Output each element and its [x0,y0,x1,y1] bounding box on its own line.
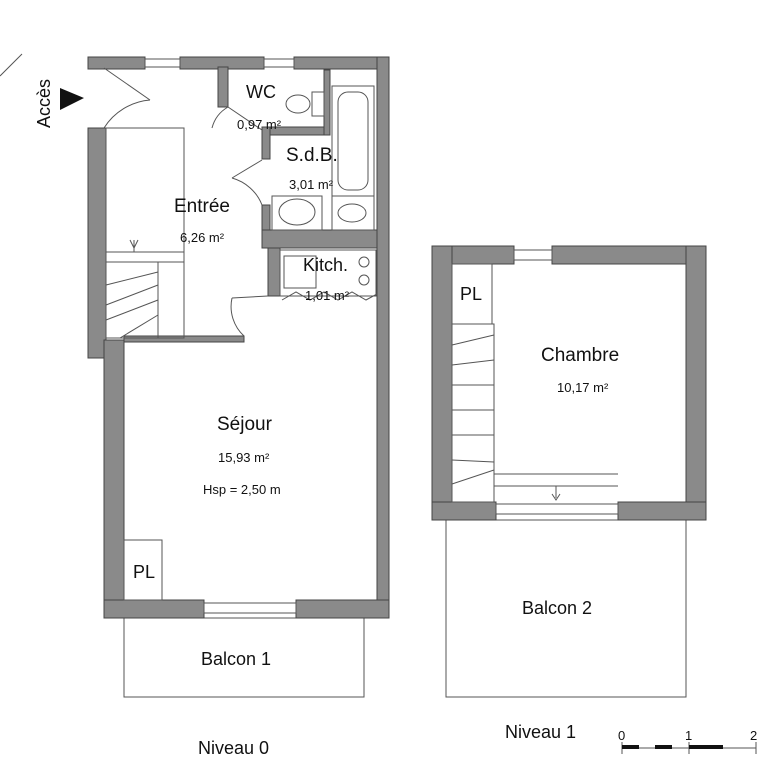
wall-wc-left [217,66,229,108]
access-arrow-icon [60,88,84,110]
upper-staircase [451,323,618,503]
wall-wc-right [323,69,331,136]
wall-right [376,56,390,619]
room-area-kitch: 1,01 m² [305,288,350,303]
wall-bottom-right [295,599,390,619]
room-name-sdb: S.d.B. [286,145,338,166]
kitchen-door-swing [230,295,269,337]
wall-upper-right [685,245,707,521]
bathroom-sink [271,195,323,231]
scale-tick-0: 0 [618,728,625,743]
entrance-door-swing [103,67,151,129]
wall-upper-bottom-right [617,501,707,521]
wall-upper-bottom-left [431,501,497,521]
wall-kitch-left [267,247,281,297]
access-label: Accès [34,79,54,128]
window-upper-bottom [495,503,619,515]
window-top-wc [263,58,295,68]
sdb-door-swing [231,159,263,206]
wall-top-right [293,56,390,70]
window-upper-top [513,249,553,261]
scale-tick-2: 2 [750,728,757,743]
balcony-2-outline [445,519,687,698]
bidet [331,195,375,231]
bathtub [331,85,375,197]
level-0-label: Niveau 0 [198,738,269,758]
wall-upper-top-right [551,245,707,265]
north-arrow-icon [0,53,23,77]
wall-sdb-left-lower [261,204,271,232]
kitchenette-counter [279,249,377,297]
kitchen-folding-doors [281,291,378,301]
room-area-entree: 6,26 m² [180,230,225,245]
window-top-left [144,58,181,68]
toilet-wc [285,91,325,117]
scale-tick-1: 1 [685,728,692,743]
room-area-chambre: 10,17 m² [557,380,609,395]
wall-left-lower [103,339,125,619]
room-name-entree: Entrée [174,196,230,217]
room-height-sejour: Hsp = 2,50 m [203,482,281,497]
upper-floor-plan [431,245,707,698]
ground-floor-plan [0,53,390,698]
pl-cupboard-ground [123,539,163,601]
room-name-chambre: Chambre [541,345,619,366]
room-name-balcon2: Balcon 2 [522,598,592,618]
room-name-pl-ground: PL [133,562,155,582]
room-area-sejour: 15,93 m² [218,450,270,465]
wall-left-upper [87,127,107,359]
room-name-sejour: Séjour [217,414,273,435]
wall-bottom-left [103,599,205,619]
wc-door-swing [211,106,263,131]
wall-upper-left [431,245,453,521]
window-sejour [203,602,297,614]
room-name-balcon1: Balcon 1 [201,649,271,669]
scale-bar: 0 1 2 [618,728,757,754]
level-1-label: Niveau 1 [505,722,576,742]
room-name-kitch: Kitch. [303,255,348,275]
room-area-wc: 0,97 m² [237,117,282,132]
ground-staircase [105,127,185,339]
room-name-wc: WC [246,82,276,102]
wall-kitch-top [261,229,378,249]
room-name-pl-upper: PL [460,284,482,304]
balcony-1-outline [123,617,365,698]
wall-sdb-left [261,126,271,160]
room-area-sdb: 3,01 m² [289,177,334,192]
wall-top-left [87,56,146,70]
